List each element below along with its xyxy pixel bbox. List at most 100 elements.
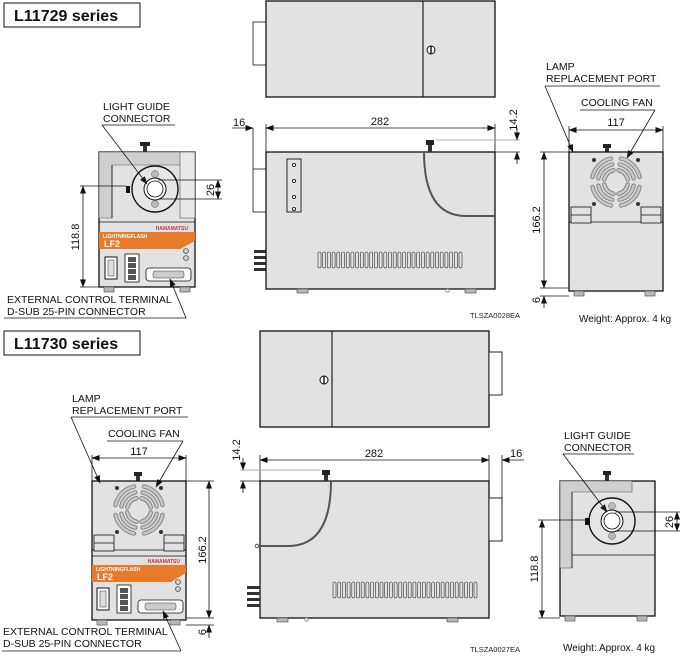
vent-slot (336, 251, 341, 269)
dim-height: 166.2 (531, 206, 543, 234)
vent-slot (388, 251, 392, 269)
vent-slot (351, 581, 356, 599)
front-view-connector: HAMAMATSU LIGHTNINGFLASH LF2 (4, 124, 222, 319)
top-view (259, 330, 503, 428)
ext-control-label: EXTERNAL CONTROL TERMINAL (7, 294, 172, 306)
vent-slot (370, 581, 374, 599)
dim-protrusion: 16 (233, 117, 245, 129)
vent-slot (350, 251, 355, 269)
series-title-box (3, 330, 141, 356)
vent-slot (327, 251, 331, 269)
vent-slot (431, 581, 436, 599)
top-view (252, 0, 496, 98)
ext-control-label: EXTERNAL CONTROL TERMINAL (3, 626, 168, 638)
vent-slot (360, 581, 365, 599)
vent-slot (435, 251, 439, 269)
dim-connector-dia: 26 (664, 516, 676, 528)
vent-slot (454, 581, 459, 599)
dim-foot: 6 (197, 629, 209, 635)
vent-slot (398, 581, 403, 599)
cooling-fan-label: COOLING FAN (581, 97, 653, 109)
dim-connector-dia: 26 (205, 184, 217, 196)
vent-slot (412, 581, 417, 599)
vent-slot (450, 581, 454, 599)
fan-screw (159, 530, 163, 534)
rear-view-fan (540, 85, 664, 308)
dim-connector-height: 118.8 (70, 224, 82, 251)
dim-foot: 6 (531, 297, 543, 303)
vent-slot (374, 251, 378, 269)
fan-screw (636, 158, 640, 162)
vent-slot (425, 251, 430, 269)
dim-length: 282 (371, 116, 389, 128)
vent-slot (436, 581, 440, 599)
dim-width: 117 (130, 446, 148, 458)
fan-screw (592, 158, 596, 162)
lamp-port-label: LAMP (546, 61, 575, 73)
vent-slot (393, 581, 398, 599)
dim-connector-height: 118.8 (529, 556, 541, 583)
vent-slot (445, 581, 450, 599)
vent-slot (440, 581, 445, 599)
vent-slot (345, 251, 350, 269)
side-view (240, 455, 524, 623)
lamp-port-label-2: REPLACEMENT PORT (72, 405, 183, 417)
vent-slot (389, 581, 393, 599)
vent-slot (397, 251, 402, 269)
vent-slot (365, 581, 370, 599)
vent-slot (383, 251, 388, 269)
vent-slot (364, 251, 369, 269)
lamp-port-label: LAMP (72, 393, 101, 405)
vent-slot (379, 581, 384, 599)
vent-slot (356, 581, 360, 599)
vent-slot (346, 581, 351, 599)
drawing-code: TLSZA0027EA (470, 645, 520, 654)
vent-slot (417, 581, 421, 599)
cooling-fan-icon (590, 156, 642, 208)
cooling-fan-label: COOLING FAN (108, 428, 180, 440)
vent-slot (378, 251, 383, 269)
vent-slot (355, 251, 359, 269)
section-l11730: L11730 series (2, 330, 680, 654)
brand-label: HAMAMATSU (156, 226, 189, 232)
vent-slot (473, 581, 478, 599)
series-title: L11729 series (14, 8, 118, 25)
dim-width: 117 (607, 117, 625, 129)
weight-label: Weight: Approx. 4 kg (563, 643, 655, 654)
fan-screw (115, 530, 119, 534)
side-view (232, 124, 520, 294)
dim-knob-height: 14.2 (231, 439, 243, 460)
vent-slot (464, 581, 468, 599)
vent-slot (332, 581, 337, 599)
vent-slot (458, 251, 463, 269)
vent-slots (332, 581, 478, 599)
series-title-box (3, 2, 141, 28)
vent-slot (359, 251, 364, 269)
vent-slot (449, 251, 453, 269)
light-guide-label: LIGHT GUIDE (103, 101, 170, 113)
dim-knob-height: 14.2 (508, 109, 520, 130)
ext-control-label-2: D-SUB 25-PIN CONNECTOR (7, 306, 146, 318)
vent-slot (459, 581, 464, 599)
front-view-fan: HAMAMATSU LIGHTNINGFLASH LF2 (2, 416, 214, 652)
vent-slot (406, 251, 411, 269)
vent-slot (444, 251, 449, 269)
dim-protrusion: 16 (510, 448, 522, 460)
product-name: LIGHTNINGFLASH (103, 234, 148, 240)
rear-view-connector (538, 453, 680, 622)
vent-slot (322, 251, 327, 269)
vent-slot (374, 581, 379, 599)
vent-slot (331, 251, 336, 269)
model-name: LF2 (104, 239, 120, 249)
model-name: LF2 (97, 572, 113, 582)
light-guide-label-2: CONNECTOR (564, 442, 632, 454)
vent-slot (416, 251, 421, 269)
vent-slot (407, 581, 412, 599)
ext-control-label-2: D-SUB 25-PIN CONNECTOR (3, 638, 142, 650)
vent-slot (337, 581, 342, 599)
section-l11729: L11729 series HAMAMATSU (3, 0, 671, 325)
vent-slot (426, 581, 431, 599)
brand-label: HAMAMATSU (148, 559, 181, 565)
dim-height: 166.2 (197, 536, 209, 564)
